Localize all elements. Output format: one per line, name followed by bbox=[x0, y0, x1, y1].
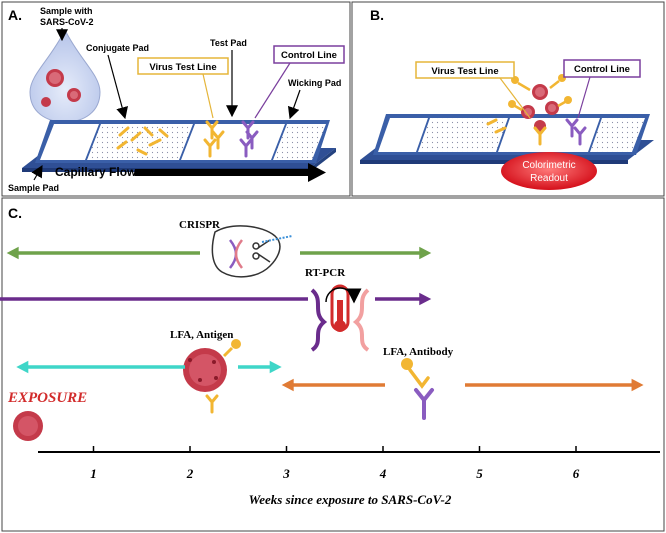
axis-tick-label: 2 bbox=[186, 466, 194, 481]
b-virus-test-line-pointer bbox=[499, 77, 531, 119]
sample-pad-region bbox=[40, 124, 99, 160]
panel-c: C. bbox=[0, 197, 665, 532]
method-label: LFA, Antibody bbox=[383, 346, 454, 358]
conjugate-arrow bbox=[107, 54, 128, 120]
conjugate-pad-region bbox=[87, 124, 193, 160]
virus-icon bbox=[545, 101, 559, 115]
method-label: CRISPR bbox=[179, 219, 221, 231]
virus-icon bbox=[521, 105, 535, 119]
sample-label-line1: Sample with bbox=[40, 6, 93, 16]
readout-line2: Readout bbox=[530, 173, 568, 184]
control-line-box bbox=[273, 45, 345, 64]
conjugate-particles bbox=[116, 126, 169, 156]
method-arrow-crispr: CRISPR bbox=[6, 219, 432, 260]
panel-a-letter: A. bbox=[8, 7, 22, 23]
panel-b-letter: B. bbox=[370, 7, 384, 23]
wicking-pad-label: Wicking Pad bbox=[288, 78, 341, 88]
panel-c-letter: C. bbox=[8, 205, 22, 221]
axis-tick-label: 4 bbox=[379, 466, 387, 481]
axis-tick-label: 1 bbox=[90, 466, 97, 481]
method-label: LFA, Antigen bbox=[170, 329, 233, 341]
axis-tick-label: 5 bbox=[476, 466, 483, 481]
sample-label-line2: SARS-CoV-2 bbox=[40, 17, 94, 27]
panel-b: B. bbox=[351, 1, 665, 197]
sample-pad-label: Sample Pad bbox=[8, 183, 59, 193]
panel-c-frame bbox=[1, 197, 665, 532]
capillary-flow-label: Capillary Flow bbox=[55, 165, 137, 179]
sample-drop bbox=[29, 28, 101, 123]
virus-test-line-pointer bbox=[202, 73, 214, 119]
b-control-line-label: Control Line bbox=[574, 64, 630, 75]
exposure-virus-icon bbox=[13, 411, 43, 441]
test-pad-region bbox=[181, 124, 285, 160]
wicking-pad-region bbox=[273, 124, 326, 160]
b-virus-test-line-box bbox=[415, 61, 515, 79]
rt-pcr-icon bbox=[310, 284, 370, 352]
method-arrow-rt-pcr: RT-PCR bbox=[0, 267, 432, 306]
timeline-axis: 1 2 3 4 5 6 bbox=[38, 446, 660, 481]
lfa-antigen-icon bbox=[183, 339, 241, 414]
control-line-pointer bbox=[254, 62, 291, 119]
virus-icon bbox=[532, 84, 548, 100]
axis-tick-label: 6 bbox=[573, 466, 580, 481]
lfa-antibody-icon bbox=[401, 358, 434, 420]
b-control-line-box bbox=[563, 59, 641, 78]
panel-a: A. Sample with SARS-CoV-2 bbox=[1, 1, 351, 197]
axis-tick-label: 3 bbox=[282, 466, 290, 481]
conjugate-pad-label: Conjugate Pad bbox=[86, 43, 149, 53]
virus-icon bbox=[67, 88, 81, 102]
method-arrow-lfa-antigen: LFA, Antigen bbox=[16, 329, 282, 374]
colorimetric-readout-badge bbox=[501, 152, 597, 190]
readout-line1: Colorimetric bbox=[522, 160, 575, 171]
virus-icon bbox=[41, 97, 51, 107]
capillary-flow-arrow bbox=[135, 163, 326, 182]
control-line-label: Control Line bbox=[281, 50, 337, 61]
virus-icon bbox=[183, 348, 227, 392]
test-pad-label: Test Pad bbox=[210, 38, 247, 48]
sample-pad-arrow bbox=[31, 164, 43, 181]
exposure-label: EXPOSURE bbox=[7, 390, 87, 406]
axis-label: Weeks since exposure to SARS-CoV-2 bbox=[249, 492, 452, 507]
b-virus-test-line-label: Virus Test Line bbox=[431, 66, 498, 77]
crispr-icon bbox=[211, 225, 293, 278]
b-control-line-pointer bbox=[577, 76, 591, 119]
lfa-strip-b bbox=[360, 114, 654, 164]
virus-test-line-box bbox=[137, 57, 229, 75]
wicking-arrow bbox=[287, 89, 301, 120]
virus-icon bbox=[46, 69, 64, 87]
method-label: RT-PCR bbox=[305, 267, 346, 279]
virus-test-line-label: Virus Test Line bbox=[149, 62, 216, 73]
method-arrow-lfa-antibody: LFA, Antibody bbox=[281, 346, 644, 392]
